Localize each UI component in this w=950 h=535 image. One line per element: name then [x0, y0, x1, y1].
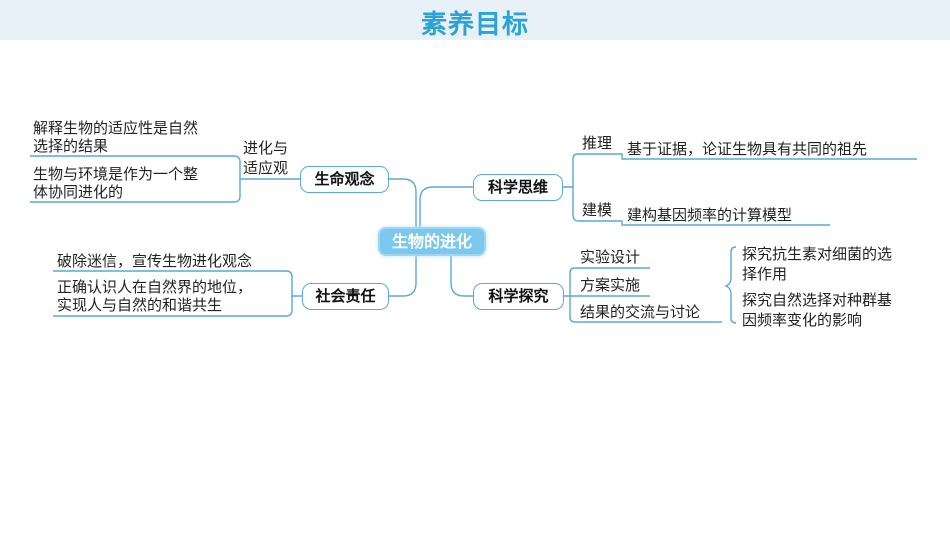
connector-inquiry-item3	[569, 296, 722, 323]
connector-center-science-inquiry	[450, 256, 473, 297]
center-node: 生物的进化	[378, 227, 486, 256]
inquiry-example2-line1: 探究自然选择对种群基	[742, 291, 893, 309]
social-item2-line2: 实现人与自然的和谐共生	[57, 296, 223, 314]
life-item1-line1: 解释生物的适应性是自然	[33, 119, 199, 137]
inquiry-item-discussion: 结果的交流与讨论	[580, 303, 701, 321]
thinking-text-modeling: 建构基因频率的计算模型	[627, 206, 793, 224]
inquiry-bracket	[724, 246, 737, 324]
thinking-tag-reasoning: 推理	[582, 134, 613, 152]
life-item2-line1: 生物与环境是作为一个整	[33, 165, 199, 183]
thinking-tag-modeling: 建模	[582, 201, 613, 219]
inquiry-example2-line2: 因频率变化的影响	[742, 311, 863, 329]
connector-social-item2	[53, 296, 293, 317]
social-item2-line1: 正确认识人在自然界的地位，	[57, 278, 253, 296]
inquiry-example1-line2: 择作用	[742, 265, 788, 283]
life-concept-sublabel-line2: 适应观	[243, 159, 289, 177]
thinking-text-reasoning: 基于证据，论证生物具有共同的祖先	[627, 140, 868, 158]
connector-life-item1	[30, 155, 300, 180]
connector-life-item2	[30, 179, 241, 203]
node-life-concept: 生命观念	[300, 166, 389, 193]
connector-center-life-concept	[389, 178, 417, 227]
header-bar: 素养目标	[0, 0, 950, 40]
node-science-thinking: 科学思维	[473, 174, 563, 201]
inquiry-item-implement: 方案实施	[580, 276, 641, 294]
social-item1: 破除迷信，宣传生物进化观念	[57, 252, 253, 270]
connector-inquiry-item1	[564, 267, 650, 297]
connector-center-science-thinking	[419, 186, 473, 227]
connector-thinking-item1	[563, 153, 917, 188]
page-title: 素养目标	[420, 10, 529, 40]
life-item2-line2: 体协同进化的	[33, 183, 124, 201]
connector-center-social-responsibility	[389, 256, 417, 297]
connector-thinking-item2	[572, 187, 830, 226]
life-concept-sublabel-line1: 进化与	[243, 139, 289, 157]
connector-social-item1	[53, 270, 302, 297]
life-item1-line2: 选择的结果	[33, 137, 109, 155]
inquiry-item-design: 实验设计	[580, 248, 641, 266]
node-social-responsibility: 社会责任	[302, 283, 389, 310]
node-science-inquiry: 科学探究	[473, 283, 564, 310]
inquiry-example1-line1: 探究抗生素对细菌的选	[742, 245, 893, 263]
